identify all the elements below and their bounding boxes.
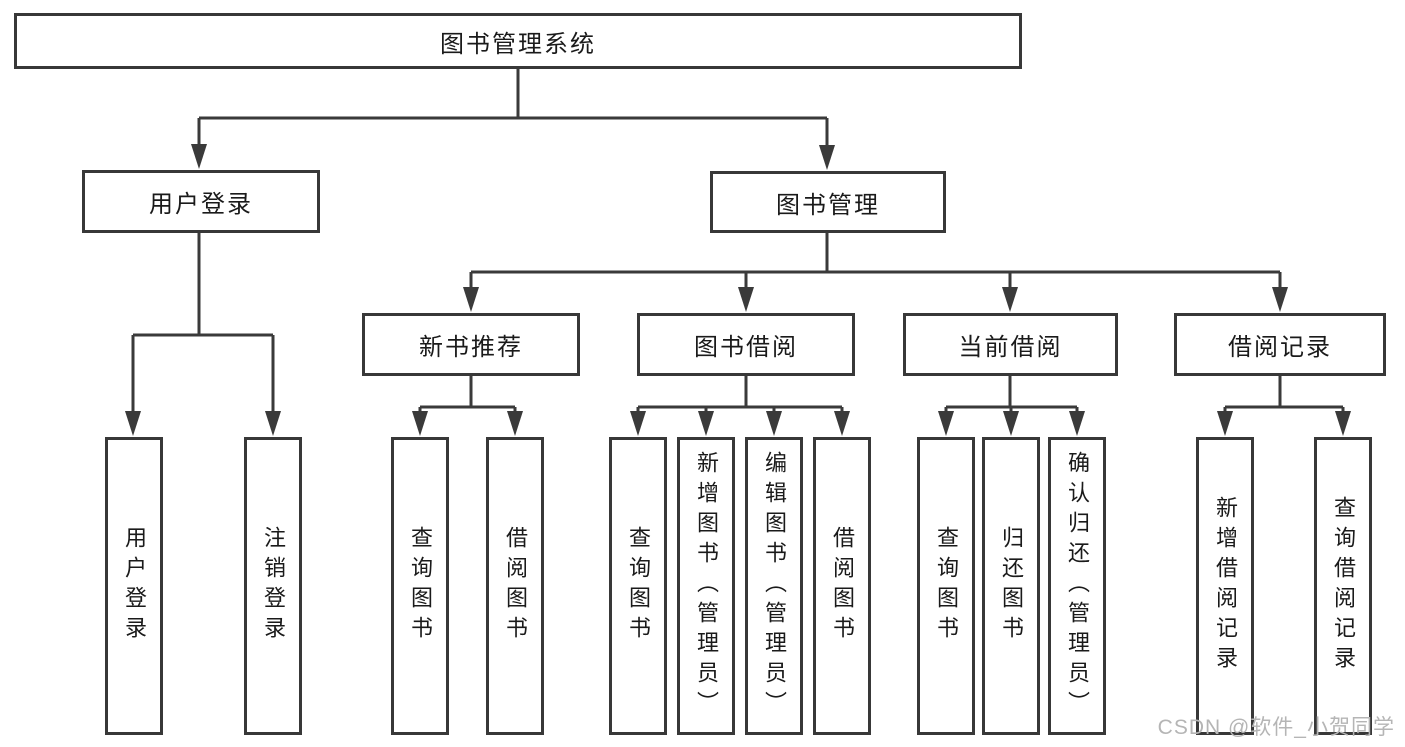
node-book-management: 图书管理	[710, 171, 946, 233]
node-current-borrowing: 当前借阅	[903, 313, 1118, 376]
leaf-label: 查询借阅记录	[1331, 496, 1356, 676]
leaf-edit-book-admin: 编辑图书（管理员）	[745, 437, 803, 735]
leaf-label: 注销登录	[261, 526, 286, 646]
leaf-add-book-admin: 新增图书（管理员）	[677, 437, 735, 735]
node-book-management-system: 图书管理系统	[14, 13, 1022, 69]
leaf-return-books: 归还图书	[982, 437, 1040, 735]
node-label: 借阅记录	[1228, 334, 1332, 361]
leaf-label: 新增借阅记录	[1213, 496, 1238, 676]
arrowheads	[125, 144, 1351, 436]
leaf-label: 查询图书	[408, 526, 433, 646]
node-borrowing-records: 借阅记录	[1174, 313, 1386, 376]
leaf-borrow-books-recommend: 借阅图书	[486, 437, 544, 735]
leaf-label: 编辑图书（管理员）	[762, 451, 787, 721]
node-label: 用户登录	[149, 191, 253, 218]
leaf-add-borrow-record: 新增借阅记录	[1196, 437, 1254, 735]
leaf-label: 查询图书	[934, 526, 959, 646]
node-label: 图书管理系统	[440, 30, 596, 58]
node-label: 新书推荐	[419, 334, 523, 361]
leaf-label: 用户登录	[122, 526, 147, 646]
leaf-query-books-borrowing: 查询图书	[609, 437, 667, 735]
leaf-confirm-return-admin: 确认归还（管理员）	[1048, 437, 1106, 735]
node-label: 当前借阅	[958, 334, 1063, 361]
node-label: 图书借阅	[694, 334, 798, 361]
node-label: 图书管理	[776, 191, 880, 219]
leaf-query-borrow-record: 查询借阅记录	[1314, 437, 1372, 735]
leaf-logout: 注销登录	[244, 437, 302, 735]
leaf-label: 查询图书	[626, 526, 651, 646]
leaf-label: 新增图书（管理员）	[694, 451, 719, 721]
node-new-book-recommend: 新书推荐	[362, 313, 580, 376]
leaf-borrow-books: 借阅图书	[813, 437, 871, 735]
leaf-label: 归还图书	[999, 526, 1024, 646]
node-book-borrowing: 图书借阅	[637, 313, 855, 376]
leaf-query-books-current: 查询图书	[917, 437, 975, 735]
csdn-watermark: CSDN @软件_小贺同学	[1157, 716, 1395, 739]
leaf-user-login: 用户登录	[105, 437, 163, 735]
leaf-query-books-recommend: 查询图书	[391, 437, 449, 735]
leaf-label: 借阅图书	[830, 526, 855, 646]
leaf-label: 借阅图书	[503, 526, 528, 646]
leaf-label: 确认归还（管理员）	[1065, 451, 1090, 721]
node-user-login: 用户登录	[82, 170, 320, 233]
